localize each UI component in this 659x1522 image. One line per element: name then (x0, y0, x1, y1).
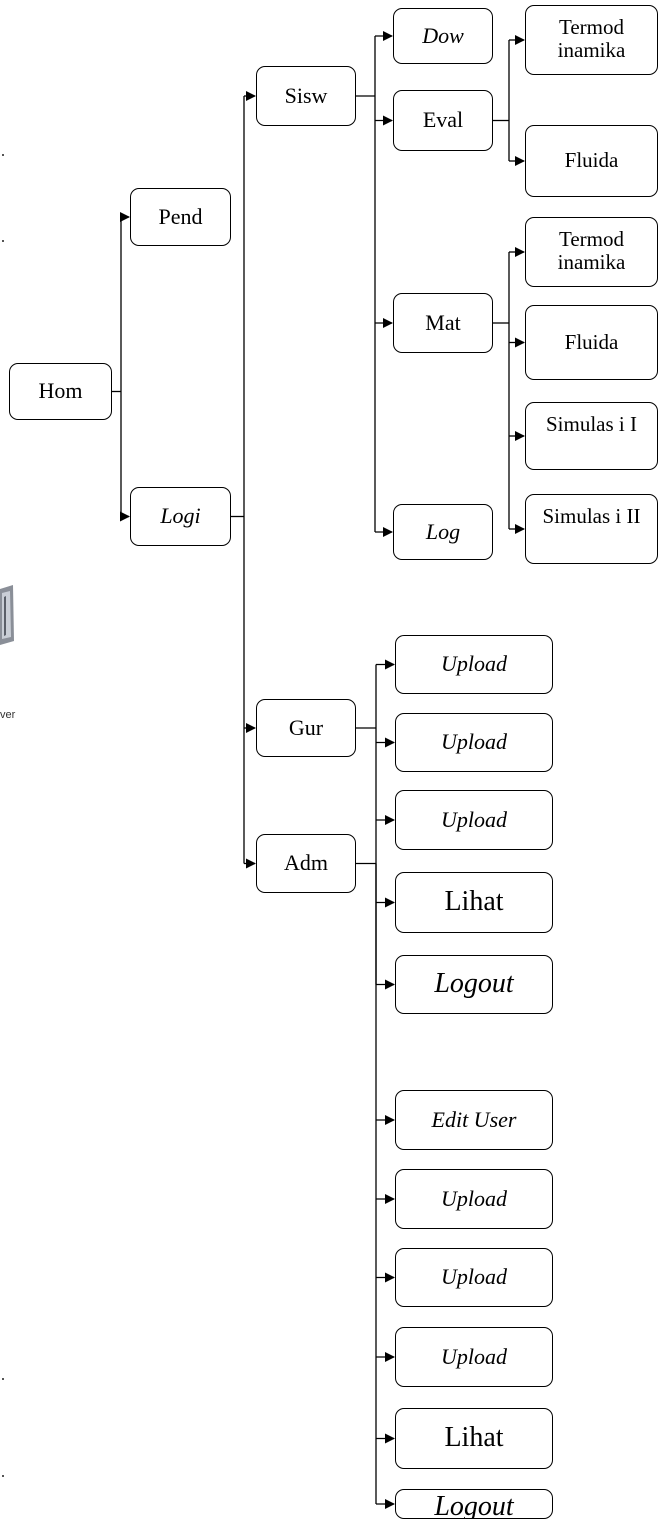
node-mat-simulasi-1: Simulas i I (525, 402, 658, 470)
node-admin-logout: Logout (395, 1489, 553, 1519)
node-siswa-evaluasi-label: Eval (422, 107, 464, 133)
node-siswa-materi-label: Mat (425, 309, 461, 335)
node-siswa-download: Dow (393, 8, 493, 64)
cropped-dot-3 (2, 1378, 4, 1380)
node-mat-fluida: Fluida (525, 305, 658, 380)
node-eval-termodinamika: Termod inamika (525, 5, 658, 75)
cropped-dot-1 (2, 154, 4, 156)
node-mat-simulasi-2: Simulas i II (525, 494, 658, 564)
node-admin-logout-label: Logout (434, 1491, 514, 1519)
node-guru-upload-2: Upload (395, 713, 553, 772)
node-siswa-download-label: Dow (422, 22, 464, 48)
node-mat-simulasi-1-label: Simulas i I (545, 412, 637, 436)
node-guru-upload-1-label: Upload (441, 651, 507, 677)
node-pend-label: Pend (158, 203, 203, 229)
node-pend: Pend (130, 188, 231, 246)
node-eval-termodinamika-label: Termod inamika (557, 15, 626, 63)
node-guru-lihat-label: Lihat (444, 886, 504, 918)
node-admin-upload-3: Upload (395, 1327, 553, 1387)
cropped-text-fragment: ver (0, 709, 16, 721)
node-admin-upload-1: Upload (395, 1169, 553, 1229)
node-guru-upload-1: Upload (395, 635, 553, 694)
node-guru-upload-3-label: Upload (441, 806, 507, 832)
node-admin-edit-user-label: Edit User (431, 1106, 517, 1132)
node-home-label: Hom (38, 378, 83, 404)
trash-icon (0, 585, 14, 645)
cropped-window-fragment (0, 583, 16, 647)
node-login-label: Logi (160, 503, 201, 529)
node-siswa-logout: Log (393, 504, 493, 560)
node-home: Hom (9, 363, 112, 420)
node-admin-label: Adm (284, 850, 328, 876)
node-admin-upload-2: Upload (395, 1248, 553, 1307)
node-guru-upload-3: Upload (395, 790, 553, 850)
node-mat-fluida-label: Fluida (564, 329, 619, 354)
node-siswa: Sisw (256, 66, 356, 126)
node-siswa-evaluasi: Eval (393, 90, 493, 151)
node-admin: Adm (256, 834, 356, 893)
node-siswa-label: Sisw (284, 82, 328, 108)
node-mat-termodinamika-label: Termod inamika (557, 227, 626, 275)
node-admin-lihat: Lihat (395, 1408, 553, 1469)
node-login: Logi (130, 487, 231, 546)
node-mat-simulasi-2-label: Simulas i II (542, 504, 641, 528)
node-admin-upload-3-label: Upload (441, 1343, 507, 1369)
node-guru-logout-label: Logout (434, 968, 514, 1000)
node-admin-edit-user: Edit User (395, 1090, 553, 1150)
node-guru-lihat: Lihat (395, 872, 553, 933)
cropped-dot-4 (2, 1475, 4, 1477)
node-admin-lihat-label: Lihat (444, 1422, 504, 1454)
node-siswa-logout-label: Log (425, 518, 461, 544)
node-guru-logout: Logout (395, 955, 553, 1014)
node-mat-termodinamika: Termod inamika (525, 217, 658, 287)
node-eval-fluida-label: Fluida (564, 148, 619, 173)
cropped-dot-2 (2, 240, 4, 242)
node-admin-upload-1-label: Upload (441, 1185, 507, 1211)
node-siswa-materi: Mat (393, 293, 493, 353)
node-eval-fluida: Fluida (525, 125, 658, 197)
node-admin-upload-2-label: Upload (441, 1264, 507, 1290)
node-guru-upload-2-label: Upload (441, 729, 507, 755)
node-guru-label: Gur (288, 714, 324, 740)
node-guru: Gur (256, 699, 356, 757)
